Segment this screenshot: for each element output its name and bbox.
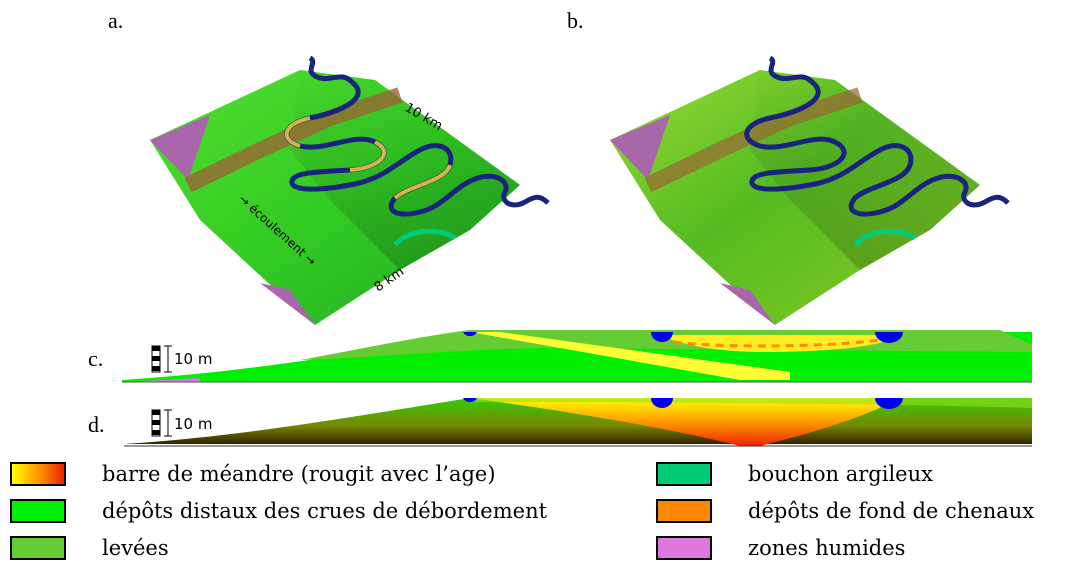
block-diagram-b	[610, 55, 1010, 325]
cross-section-d	[124, 398, 1032, 447]
legend-label-wetlands: zones humides	[748, 536, 906, 560]
wetland-left-a	[150, 115, 210, 180]
section-c-channel-fill	[659, 338, 881, 348]
panel-label-a: a.	[108, 8, 124, 33]
abandoned-channel-b	[644, 87, 863, 193]
section-d-strata	[124, 398, 1032, 444]
legend-label-clay-plug: bouchon argileux	[748, 462, 933, 486]
legend-item-clay-plug: bouchon argileux	[656, 460, 933, 488]
abandoned-channel-a	[184, 87, 403, 193]
legend-label-floodplain: dépôts distaux des crues de débordement	[102, 499, 548, 523]
panel-label-b: b.	[567, 8, 584, 33]
panel-label-d: d.	[88, 412, 105, 437]
section-d-channel-3	[875, 398, 903, 409]
wetland-bottom-b	[720, 283, 775, 325]
scale-label-d: 10 m	[174, 415, 212, 433]
legend-swatch-wetlands	[656, 536, 712, 560]
legend-item-wetlands: zones humides	[656, 534, 905, 562]
section-d-channel-2	[651, 398, 673, 408]
wetland-left-b	[610, 115, 670, 180]
legend-swatch-levees	[10, 536, 66, 560]
legend-item-floodplain: dépôts distaux des crues de débordement	[10, 497, 547, 525]
scale-bar-c	[151, 345, 172, 373]
legend-item-meander-bar: barre de méandre (rougit avec l’age)	[10, 460, 496, 488]
section-c-wetland	[122, 378, 200, 382]
river-channel-b	[744, 55, 1010, 217]
legend-item-channel-lag: dépôts de fond de chenaux	[656, 497, 1034, 525]
legend-swatch-floodplain	[10, 499, 66, 523]
legend-swatch-channel-lag	[656, 499, 712, 523]
legend-label-channel-lag: dépôts de fond de chenaux	[748, 499, 1035, 523]
legend-label-meander-bar: barre de méandre (rougit avec l’age)	[102, 462, 496, 486]
scale-label-c: 10 m	[174, 350, 212, 368]
legend-swatch-clay-plug	[656, 462, 712, 486]
section-d-meander-bar	[470, 398, 900, 446]
wetland-bottom-a	[260, 283, 315, 325]
meander-bar-a	[284, 116, 452, 200]
legend-label-levees: levées	[102, 536, 169, 560]
block-diagrams: 10 km 8 km → écoulement →	[150, 55, 1010, 325]
legend-swatch-meander-bar	[10, 462, 66, 486]
legend-item-levees: levées	[10, 534, 169, 562]
section-d-channel-1	[463, 398, 477, 403]
panel-label-c: c.	[88, 346, 104, 371]
oxbow-a	[393, 228, 457, 247]
scale-bar-d	[151, 409, 172, 437]
river-channel-a	[284, 55, 550, 217]
section-d-surface-levee	[470, 398, 1032, 408]
block-diagram-a: 10 km 8 km → écoulement →	[150, 55, 550, 325]
oxbow-b	[853, 228, 917, 247]
